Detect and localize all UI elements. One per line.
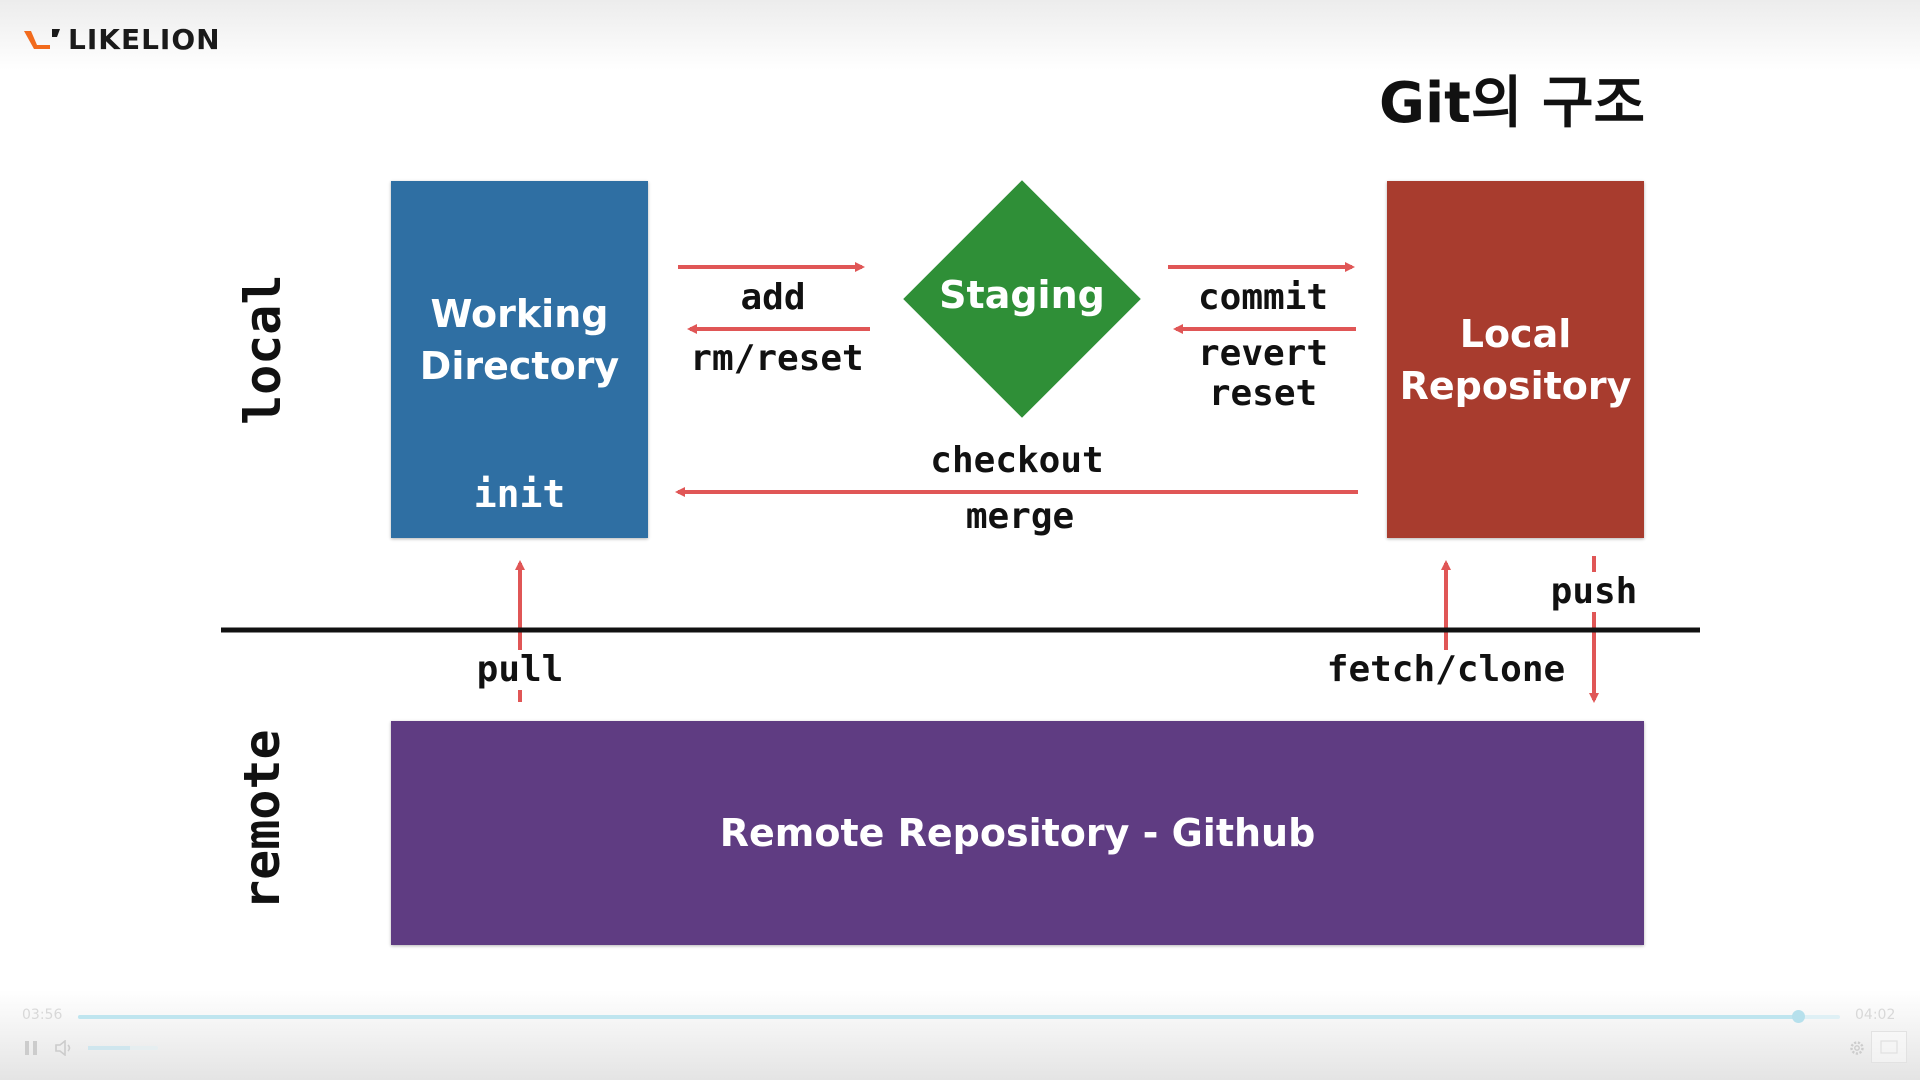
- init-command: init: [473, 472, 566, 516]
- current-time: 03:56: [22, 1007, 63, 1023]
- remote-repository-box: Remote Repository - Github: [391, 721, 1644, 945]
- local-repository-label: Local Repository: [1399, 311, 1632, 408]
- push-label: push: [1544, 572, 1644, 612]
- working-directory-label: Working Directory: [419, 291, 620, 388]
- gear-icon: [1850, 1041, 1864, 1055]
- volume-fill: [88, 1046, 130, 1050]
- duration: 04:02: [1855, 1007, 1896, 1023]
- brand-name: LIKELION: [68, 22, 221, 56]
- working-directory-box: Working Directory init: [391, 181, 648, 538]
- local-repository-box: Local Repository: [1387, 181, 1644, 538]
- settings-button[interactable]: [1846, 1037, 1868, 1059]
- rm-reset-label: rm/reset: [690, 338, 864, 379]
- commit-label: commit: [1197, 277, 1329, 318]
- merge-label: merge: [965, 496, 1075, 537]
- volume-slider[interactable]: [88, 1046, 158, 1050]
- fullscreen-icon: [1880, 1040, 1898, 1054]
- checkout-label: checkout: [930, 440, 1104, 481]
- fetch-clone-label: fetch/clone: [1324, 650, 1568, 690]
- pause-icon: [25, 1041, 37, 1055]
- revert-reset-label: revert reset: [1197, 333, 1329, 414]
- top-fade: [0, 0, 1920, 70]
- add-label: add: [740, 277, 806, 318]
- likelion-logo-icon: [24, 29, 60, 49]
- slide-title: Git의 구조: [1379, 71, 1645, 136]
- staging-diamond: Staging: [903, 180, 1141, 418]
- volume-button[interactable]: [53, 1038, 77, 1058]
- video-player-controls: [0, 990, 1920, 1080]
- progress-knob[interactable]: [1791, 1010, 1805, 1023]
- pull-label: pull: [460, 650, 580, 690]
- progress-bar[interactable]: [78, 1010, 1840, 1023]
- likelion-logo: LIKELION: [22, 22, 221, 56]
- pause-button[interactable]: [20, 1038, 42, 1058]
- progress-fill: [78, 1015, 1798, 1019]
- remote-repository-label: Remote Repository - Github: [719, 811, 1316, 855]
- staging-label: Staging: [939, 273, 1105, 317]
- fullscreen-button[interactable]: [1871, 1031, 1907, 1063]
- speaker-icon: [55, 1040, 71, 1056]
